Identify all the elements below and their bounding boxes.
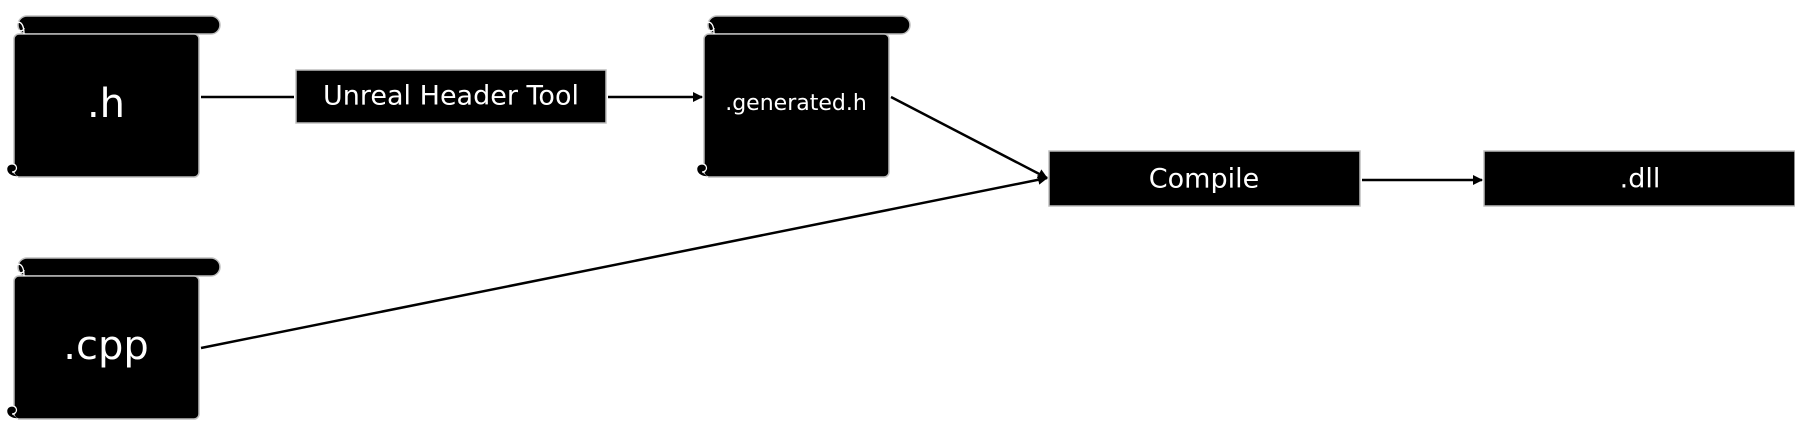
header-tool-label: Unreal Header Tool <box>323 81 579 112</box>
edge-generated-to-compile <box>890 95 1048 180</box>
edge-cpp-to-compile <box>200 174 1048 350</box>
h-file-scroll-icon: .h <box>6 15 221 178</box>
cpp-file-label: .cpp <box>63 323 149 369</box>
cpp-file-scroll-icon: .cpp <box>6 257 221 420</box>
h-file-label: .h <box>87 81 125 127</box>
header-tool-node: Unreal Header Tool <box>295 69 607 124</box>
compile-node: Compile <box>1048 150 1361 207</box>
generated-file-scroll-icon: .generated.h <box>696 15 911 178</box>
compile-label: Compile <box>1149 164 1259 195</box>
dll-node: .dll <box>1483 150 1795 207</box>
dll-label: .dll <box>1620 164 1661 195</box>
generated-file-label: .generated.h <box>725 91 867 116</box>
